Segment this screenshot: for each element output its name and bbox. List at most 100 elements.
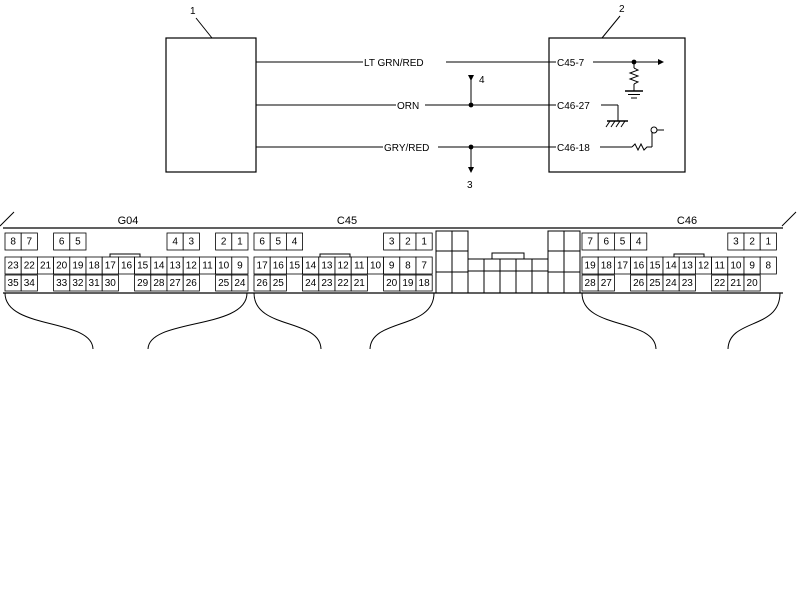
face-left-break xyxy=(0,211,15,227)
brace-c46-left xyxy=(581,292,657,350)
pin-number: 8 xyxy=(405,261,411,272)
pin-cell: 22 xyxy=(334,274,352,292)
pin-cell: 4 xyxy=(630,232,648,251)
pin-cell: 23 xyxy=(318,274,336,292)
pin-cell: 26 xyxy=(253,274,271,292)
pin-cell: 24 xyxy=(662,274,680,292)
pin-number: 21 xyxy=(730,278,742,289)
pin-number: 31 xyxy=(89,278,101,289)
arrow-down-icon xyxy=(468,167,474,173)
pin-number: 26 xyxy=(186,278,198,289)
pin-number: 17 xyxy=(105,261,117,272)
pin-number: 18 xyxy=(89,261,101,272)
arrow-right-icon xyxy=(658,59,664,65)
pin-cell: 8 xyxy=(399,256,417,275)
pin-number: 14 xyxy=(153,261,165,272)
pin-cell: 16 xyxy=(269,256,287,275)
pin-number: 8 xyxy=(10,237,16,248)
pin-cell: 19 xyxy=(399,274,417,292)
pin-number: 10 xyxy=(730,261,742,272)
pin-cell: 24 xyxy=(231,274,249,292)
pin-number: 9 xyxy=(749,261,755,272)
pin-cell: 19 xyxy=(581,256,599,275)
connector-center-block xyxy=(435,230,581,294)
pin-number: 24 xyxy=(666,278,678,289)
pin-number: 33 xyxy=(56,278,68,289)
pin-cell: 5 xyxy=(69,232,87,251)
pin-number: 3 xyxy=(733,237,739,248)
pin-number: 22 xyxy=(714,278,726,289)
chassis-ground-icon xyxy=(605,120,628,128)
wire-label-orn: ORN xyxy=(397,101,419,112)
pin-cell: 23 xyxy=(4,256,22,275)
pin-number: 20 xyxy=(747,278,759,289)
pin-cell: 18 xyxy=(597,256,615,275)
pin-number: 6 xyxy=(59,237,65,248)
pin-number: 4 xyxy=(172,237,178,248)
pin-cell: 28 xyxy=(150,274,168,292)
pin-number: 7 xyxy=(27,237,33,248)
pin-cell: 1 xyxy=(759,232,777,251)
pin-cell: 4 xyxy=(166,232,184,251)
pin-number: 34 xyxy=(24,278,36,289)
pin-cell: 10 xyxy=(215,256,233,275)
arrow-up-icon xyxy=(468,75,474,81)
pin-cell: 26 xyxy=(182,274,200,292)
pin-number: 6 xyxy=(259,237,265,248)
pin-number: 14 xyxy=(666,261,678,272)
pin-number: 23 xyxy=(682,278,694,289)
pin-cell: 10 xyxy=(727,256,745,275)
pin-number: 25 xyxy=(649,278,661,289)
pin-number: 6 xyxy=(604,237,610,248)
pin-cell: 3 xyxy=(727,232,745,251)
pin-cell: 18 xyxy=(85,256,103,275)
callout-1: 1 xyxy=(190,6,196,17)
pin-cell: 25 xyxy=(269,274,287,292)
pin-cell: 2 xyxy=(399,232,417,251)
pin-number: 16 xyxy=(273,261,285,272)
pin-cell: 11 xyxy=(198,256,216,275)
pin-cell: 25 xyxy=(646,274,664,292)
pin-cell: 28 xyxy=(581,274,599,292)
callout-4: 4 xyxy=(479,75,485,86)
pin-number: 19 xyxy=(402,278,414,289)
pin-number: 13 xyxy=(321,261,333,272)
pin-cell: 17 xyxy=(101,256,119,275)
pin-number: 21 xyxy=(40,261,52,272)
pin-cell: 35 xyxy=(4,274,22,292)
pin-number: 8 xyxy=(766,261,772,272)
pin-cell: 22 xyxy=(711,274,729,292)
pin-cell: 20 xyxy=(53,256,71,275)
pin-number: 2 xyxy=(749,237,755,248)
pin-number: 22 xyxy=(24,261,36,272)
pin-cell: 17 xyxy=(253,256,271,275)
pin-cell: 2 xyxy=(215,232,233,251)
pin-number: 24 xyxy=(234,278,246,289)
pin-number: 3 xyxy=(389,237,395,248)
pin-cell: 5 xyxy=(269,232,287,251)
pin-cell: 21 xyxy=(350,274,368,292)
pin-cell: 23 xyxy=(678,274,696,292)
pin-cell: 18 xyxy=(415,274,433,292)
pin-cell: 24 xyxy=(302,274,320,292)
pin-cell: 3 xyxy=(383,232,401,251)
pin-number: 15 xyxy=(649,261,661,272)
pin-number: 32 xyxy=(72,278,84,289)
terminal-c45-7: C45-7 xyxy=(557,58,585,69)
connector-label-g04: G04 xyxy=(118,215,139,227)
pin-cell: 14 xyxy=(302,256,320,275)
pin-number: 27 xyxy=(601,278,613,289)
pin-number: 12 xyxy=(186,261,198,272)
pin-cell: 17 xyxy=(614,256,632,275)
face-right-break xyxy=(781,211,797,227)
pin-cell: 32 xyxy=(69,274,87,292)
pin-number: 26 xyxy=(257,278,269,289)
pin-cell: 3 xyxy=(182,232,200,251)
pin-number: 5 xyxy=(276,237,282,248)
pin-cell: 30 xyxy=(101,274,119,292)
pin-cell: 2 xyxy=(743,232,761,251)
pin-number: 1 xyxy=(766,237,772,248)
pin-cell: 20 xyxy=(743,274,761,292)
pin-cell: 11 xyxy=(350,256,368,275)
